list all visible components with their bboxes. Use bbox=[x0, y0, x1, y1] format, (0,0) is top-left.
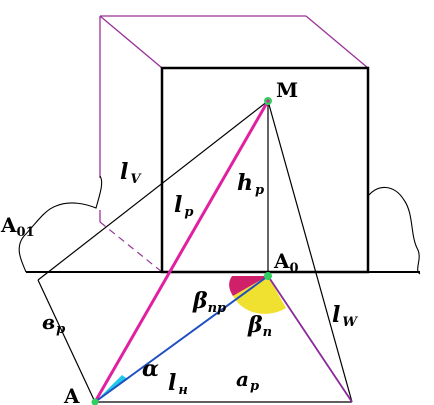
point-A bbox=[91, 398, 99, 405]
beta-p-angle-sector bbox=[233, 276, 286, 314]
label-A: A bbox=[63, 384, 80, 405]
label-M: M bbox=[276, 78, 298, 102]
label-beta-p: βп bbox=[247, 312, 272, 340]
point-A0 bbox=[264, 272, 272, 280]
line-lp bbox=[93, 100, 270, 403]
label-bp: вp bbox=[42, 310, 65, 337]
ground-right-curve bbox=[367, 186, 421, 275]
line-lh bbox=[94, 275, 269, 403]
label-alpha: α bbox=[142, 356, 159, 382]
box-hidden-edge bbox=[99, 221, 163, 273]
line-a0-apex bbox=[267, 275, 353, 403]
label-beta-pr: βпр bbox=[192, 288, 226, 316]
label-A01: A01 bbox=[0, 213, 35, 240]
base-plane bbox=[37, 100, 353, 403]
box-front-face bbox=[160, 66, 370, 274]
point-M-core bbox=[266, 99, 270, 103]
ground-left-curve bbox=[18, 175, 103, 273]
label-ap: ap bbox=[236, 367, 259, 394]
label-A0: A0 bbox=[273, 249, 299, 276]
beta-pr-angle-sector bbox=[229, 276, 268, 296]
box-back-edges bbox=[99, 15, 369, 222]
